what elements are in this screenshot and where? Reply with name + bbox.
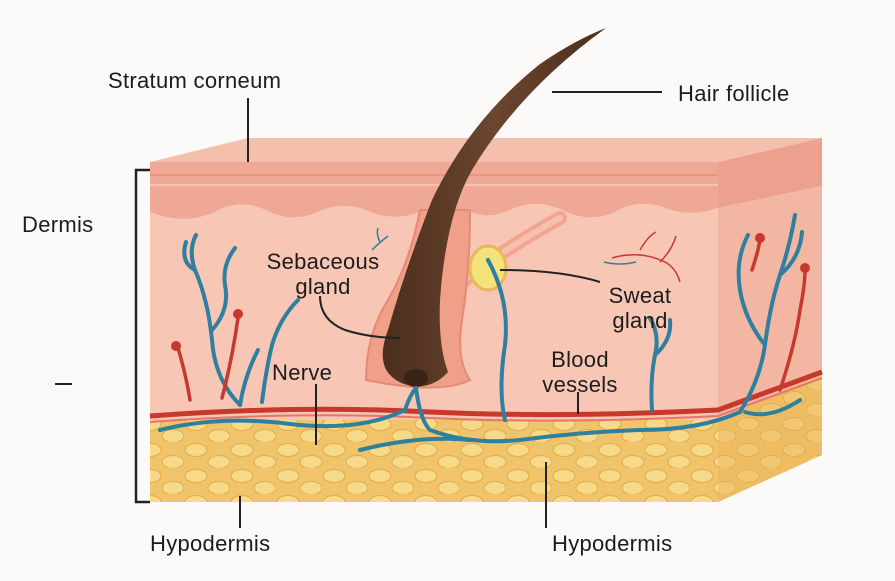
label-blood-line1: Blood [520, 347, 640, 372]
artery-end [171, 341, 181, 351]
hair-bulb [404, 369, 428, 387]
label-hair-follicle: Hair follicle [678, 81, 789, 107]
label-nerve: Nerve [272, 360, 332, 386]
label-hypodermis-left: Hypodermis [150, 531, 270, 557]
dermis-bracket [136, 170, 150, 502]
label-stratum-corneum: Stratum corneum [108, 68, 281, 94]
label-dermis: Dermis [22, 212, 93, 238]
label-blood-vessels: Blood vessels [520, 347, 640, 397]
artery-end [233, 309, 243, 319]
skin-block [150, 138, 822, 502]
artery-end [800, 263, 810, 273]
label-sebaceous-gland: Sebaceous gland [236, 249, 410, 299]
artery-end [755, 233, 765, 243]
label-sebaceous-line2: gland [236, 274, 410, 299]
label-sweat-gland: Sweat gland [588, 283, 692, 333]
sweat-gland-body [470, 246, 506, 290]
label-sweat-line2: gland [588, 308, 692, 333]
label-blood-line2: vessels [520, 372, 640, 397]
label-sebaceous-line1: Sebaceous [236, 249, 410, 274]
label-sweat-line1: Sweat [588, 283, 692, 308]
label-hypodermis-right: Hypodermis [552, 531, 672, 557]
